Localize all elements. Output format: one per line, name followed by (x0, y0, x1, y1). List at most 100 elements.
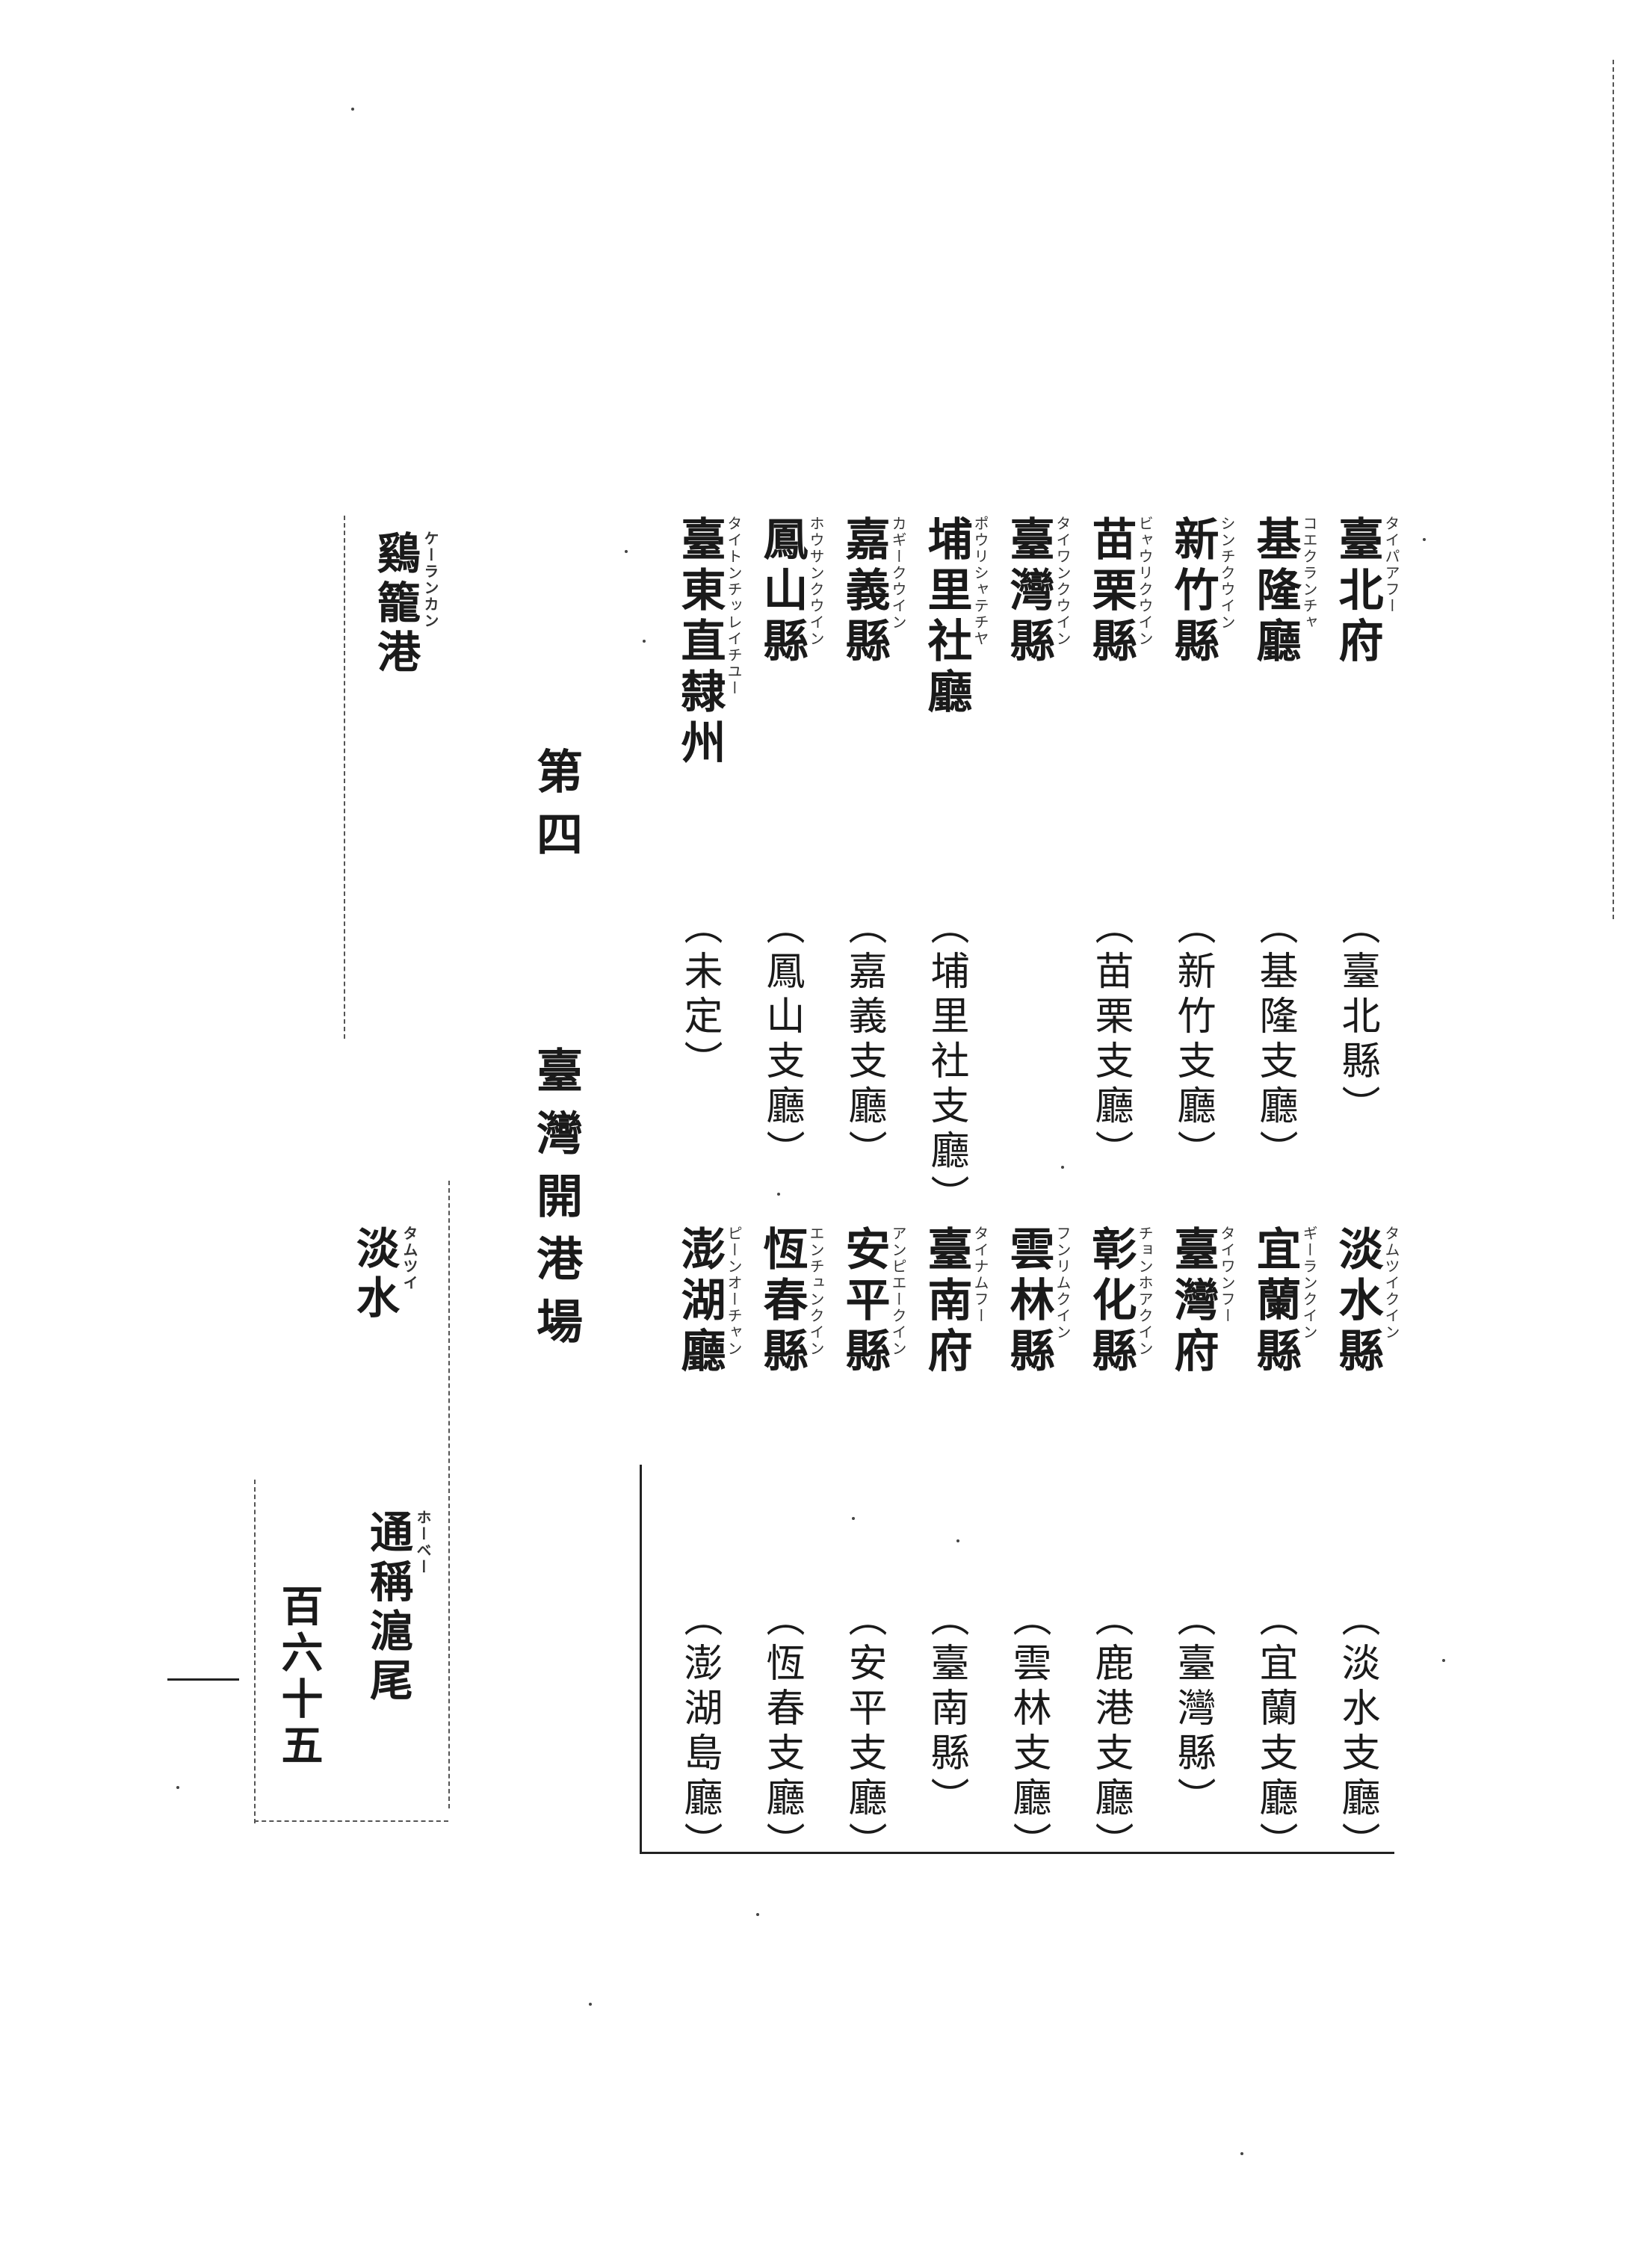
scan-speck (176, 1786, 179, 1789)
alias-name: 通稱滬尾 (362, 1510, 413, 1707)
entry-office: （嘉義支廳） (841, 906, 886, 1175)
scan-speck (756, 1913, 759, 1916)
entry-office: （臺北縣） (1335, 906, 1379, 1130)
south-entry: ピーンオーチャン 澎湖廳 (673, 1226, 743, 1644)
entry-office: （鹿港支廳） (1088, 1598, 1133, 1867)
south-entry: タイナムフー 臺南府 (920, 1226, 989, 1644)
side-border-right (448, 1181, 450, 1808)
entry-name: 安平縣 (838, 1226, 890, 1378)
scan-speck (1442, 1659, 1445, 1662)
entry-office: （恆春支廳） (759, 1598, 804, 1867)
entry-name: 苗栗縣 (1084, 516, 1137, 668)
side-border-left (254, 1480, 256, 1823)
scan-speck (1061, 1166, 1064, 1169)
north-entry: タイワンクウイン 臺灣縣 (1002, 516, 1072, 964)
south-entry: チョンホアクイン 彰化縣 (1084, 1226, 1154, 1644)
entry-office: （基隆支廳） (1252, 906, 1297, 1175)
keelung-ruby: ケーランカン (421, 531, 439, 629)
north-entry: ビャウリクウイン 苗栗縣 (1084, 516, 1154, 964)
entry-name: 宜蘭縣 (1249, 1226, 1301, 1378)
tamsui-port: タムツイ 淡水 (349, 1226, 418, 1405)
entry-ruby: コエクランチャ (1300, 516, 1318, 631)
entry-ruby: ホウサンクウイン (807, 516, 825, 647)
entry-ruby: タイワンクウイン (1054, 516, 1072, 647)
entry-ruby: タイワンフー (1218, 1226, 1236, 1324)
entry-name: 基隆廳 (1249, 516, 1301, 668)
margin-dash (167, 1678, 239, 1681)
north-entry: タイトンチッレイチユー 臺東直隸州 (673, 516, 743, 964)
alias-ruby: ホーベー (414, 1510, 432, 1575)
entry-ruby: タイトンチッレイチユー (725, 516, 743, 696)
scan-speck (589, 2003, 592, 2006)
entry-name: 嘉義縣 (838, 516, 890, 668)
keelung-port: ケーランカン 鷄籠港 (370, 531, 439, 755)
entry-name: 臺北府 (1331, 516, 1383, 668)
south-entry: タムツイクイン 淡水縣 (1331, 1226, 1400, 1644)
entry-ruby: ピーンオーチャン (725, 1226, 743, 1357)
entry-ruby: チョンホアクイン (1136, 1226, 1154, 1357)
entry-ruby: シンチクウイン (1218, 516, 1236, 631)
north-entry: タイパアフー 臺北府 (1331, 516, 1400, 964)
entry-name: 澎湖廳 (673, 1226, 726, 1378)
keelung-name: 鷄籠港 (370, 531, 421, 679)
entry-ruby: ギーランクイン (1300, 1226, 1318, 1341)
entry-name: 鳳山縣 (755, 516, 808, 668)
scan-edge (1613, 60, 1614, 919)
entry-name: 彰化縣 (1084, 1226, 1137, 1378)
entry-ruby: カギークウイン (889, 516, 907, 631)
scan-speck (777, 1193, 780, 1196)
north-entry: カギークウイン 嘉義縣 (838, 516, 907, 964)
entry-name: 淡水縣 (1331, 1226, 1383, 1378)
entry-office: （鳳山支廳） (759, 906, 804, 1175)
tamsui-alias: ホーベー 通稱滬尾 (362, 1510, 432, 1779)
entry-office: （未定） (677, 906, 722, 1085)
entry-ruby: アンピエークイン (889, 1226, 907, 1357)
entry-ruby: エンチュンクイン (807, 1226, 825, 1357)
entry-name: 恆春縣 (755, 1226, 808, 1378)
tamsui-ruby: タムツイ (401, 1226, 418, 1291)
entry-ruby: タイナムフー (971, 1226, 989, 1324)
entry-name: 臺東直隸州 (673, 516, 726, 770)
south-entry: エンチュンクイン 恆春縣 (755, 1226, 825, 1644)
scan-speck (625, 550, 628, 553)
frame-line-bottom (640, 1852, 1394, 1854)
entry-ruby: タイパアフー (1382, 516, 1400, 614)
north-entry: ホウサンクウイン 鳳山縣 (755, 516, 825, 964)
side-border-upper (344, 516, 345, 1039)
section-title: 臺灣開港場 (528, 1046, 583, 1360)
scan-speck (956, 1539, 959, 1542)
entry-office: （澎湖島廳） (677, 1598, 722, 1867)
entry-name: 臺南府 (920, 1226, 972, 1378)
south-entry: タイワンフー 臺灣府 (1166, 1226, 1236, 1644)
side-border-bottom (254, 1820, 448, 1822)
south-entry: フンリムクイン 雲林縣 (1002, 1226, 1072, 1644)
entry-ruby: タムツイクイン (1382, 1226, 1400, 1341)
entry-name: 雲林縣 (1002, 1226, 1054, 1378)
entry-office: （宜蘭支廳） (1252, 1598, 1297, 1867)
section-number: 第四 (528, 747, 583, 873)
entry-name: 新竹縣 (1166, 516, 1219, 668)
entry-office: （新竹支廳） (1170, 906, 1215, 1175)
south-entry: ギーランクイン 宜蘭縣 (1249, 1226, 1318, 1644)
scan-speck (852, 1517, 855, 1520)
entry-name: 臺灣府 (1166, 1226, 1219, 1378)
entry-ruby: ポウリシャテチヤ (971, 516, 989, 647)
entry-name: 臺灣縣 (1002, 516, 1054, 668)
tamsui-name: 淡水 (349, 1226, 400, 1324)
north-entry: ポウリシャテチヤ 埔里社廳 (920, 516, 989, 964)
frame-line-vertical (640, 1465, 642, 1853)
page-number: 百六十五 (274, 1584, 324, 1770)
scan-speck (351, 108, 354, 111)
entry-office: （淡水支廳） (1335, 1598, 1379, 1867)
entry-office: （臺灣縣） (1170, 1598, 1215, 1822)
scan-speck (643, 640, 646, 643)
south-entry: アンピエークイン 安平縣 (838, 1226, 907, 1644)
north-entry: シンチクウイン 新竹縣 (1166, 516, 1236, 964)
entry-ruby: ビャウリクウイン (1136, 516, 1154, 647)
entry-office: （苗栗支廳） (1088, 906, 1133, 1175)
scan-speck (1423, 538, 1426, 541)
entry-name: 埔里社廳 (920, 516, 972, 719)
scan-speck (1240, 2152, 1243, 2155)
entry-office: （埔里社支廳） (924, 906, 968, 1220)
